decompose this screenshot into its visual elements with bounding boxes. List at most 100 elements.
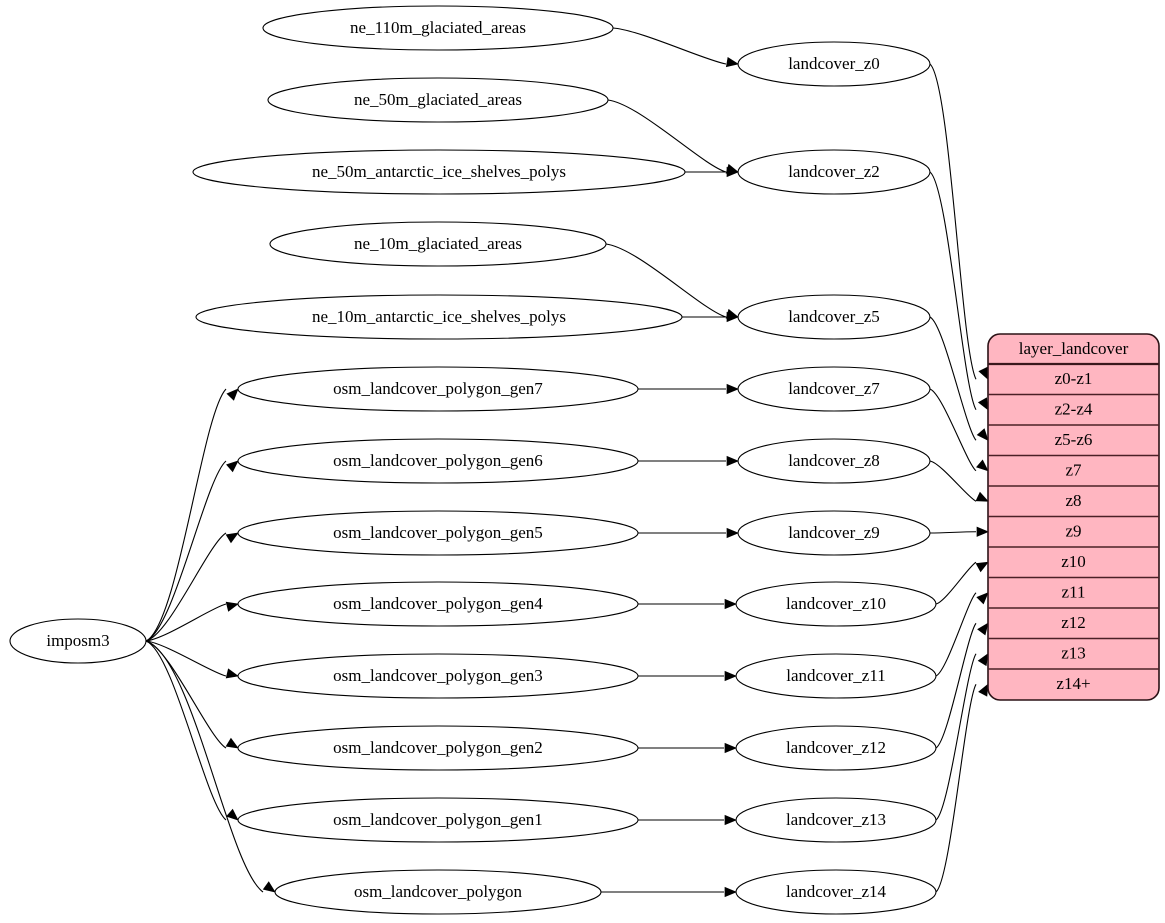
node-landcover_z5[interactable]: landcover_z5 — [737, 294, 931, 340]
layer-table-row-label-z13: z13 — [1061, 644, 1086, 663]
edge-arrowhead — [976, 428, 989, 441]
edge-landcover_z11-to-z11 — [935, 592, 977, 677]
layer-table-row-label-z14+: z14+ — [1056, 674, 1090, 693]
node-label-ne_50m_glaciated_areas: ne_50m_glaciated_areas — [354, 90, 522, 109]
node-ellipse-landcover_z10 — [735, 581, 937, 627]
edge-landcover_z0-to-z0-z1 — [929, 63, 977, 380]
node-landcover_z0[interactable]: landcover_z0 — [737, 41, 931, 87]
node-ellipse-landcover_z12 — [735, 725, 937, 771]
nodes-layer: imposm3 ne_110m_glaciated_areas ne_50m_gla… — [9, 5, 937, 915]
edge-arrowhead — [726, 166, 739, 178]
layer-table-row-label-z11: z11 — [1062, 583, 1086, 602]
edge-imposm3-to-osm_landcover_polygon_gen7 — [145, 388, 227, 642]
edge-landcover_z5-to-z5-z6 — [929, 316, 977, 441]
node-label-ne_10m_antarctic_ice_shelves_polys: ne_10m_antarctic_ice_shelves_polys — [312, 307, 566, 326]
node-label-landcover_z10: landcover_z10 — [786, 594, 886, 613]
edge-imposm3-to-osm_landcover_polygon_gen5 — [145, 532, 227, 642]
node-label-landcover_z8: landcover_z8 — [788, 451, 880, 470]
node-ellipse-ne_110m_glaciated_areas — [262, 5, 614, 51]
edge-arrowhead — [978, 366, 989, 381]
node-ellipse-ne_50m_glaciated_areas — [267, 77, 609, 123]
node-label-osm_landcover_polygon_gen4: osm_landcover_polygon_gen4 — [333, 594, 543, 613]
node-label-osm_landcover_polygon_gen3: osm_landcover_polygon_gen3 — [333, 666, 543, 685]
edge-imposm3-to-osm_landcover_polygon_gen3 — [145, 640, 227, 677]
edge-imposm3-to-osm_landcover_polygon_gen1 — [145, 640, 227, 821]
node-osm_landcover_polygon_gen5[interactable]: osm_landcover_polygon_gen5 — [237, 510, 639, 556]
edge-landcover_z13-to-z13 — [935, 653, 977, 821]
edge-arrowhead — [976, 592, 989, 605]
edge-arrowhead — [724, 742, 737, 754]
node-osm_landcover_polygon_gen4[interactable]: osm_landcover_polygon_gen4 — [237, 581, 639, 627]
edge-arrowhead — [726, 383, 739, 395]
node-ellipse-landcover_z2 — [737, 149, 931, 195]
node-ellipse-osm_landcover_polygon_gen3 — [237, 653, 639, 699]
edge-ne_50m_glaciated_areas-to-landcover_z2 — [607, 99, 727, 173]
node-landcover_z8[interactable]: landcover_z8 — [737, 438, 931, 484]
node-landcover_z14[interactable]: landcover_z14 — [735, 869, 937, 915]
node-ellipse-osm_landcover_polygon — [274, 869, 602, 915]
node-imposm3[interactable]: imposm3 — [9, 618, 147, 664]
node-ellipse-landcover_z13 — [735, 797, 937, 843]
layer-table-row-label-z7: z7 — [1065, 461, 1082, 480]
edge-arrowhead — [226, 460, 239, 473]
node-label-osm_landcover_polygon: osm_landcover_polygon — [354, 882, 523, 901]
node-ellipse-ne_10m_glaciated_areas — [269, 221, 607, 267]
node-ellipse-osm_landcover_polygon_gen7 — [237, 366, 639, 412]
edge-landcover_z2-to-z2-z4 — [929, 171, 977, 411]
edge-landcover_z12-to-z12 — [935, 622, 977, 749]
edges-layer — [145, 27, 989, 898]
node-osm_landcover_polygon[interactable]: osm_landcover_polygon — [274, 869, 602, 915]
node-ellipse-ne_10m_antarctic_ice_shelves_polys — [195, 294, 683, 340]
node-osm_landcover_polygon_gen3[interactable]: osm_landcover_polygon_gen3 — [237, 653, 639, 699]
edge-arrowhead — [724, 814, 737, 826]
edge-landcover_z8-to-z8 — [929, 460, 977, 502]
node-landcover_z11[interactable]: landcover_z11 — [735, 653, 937, 699]
edge-arrowhead — [726, 527, 739, 539]
node-label-landcover_z2: landcover_z2 — [788, 162, 880, 181]
layer-table-row-label-z0-z1: z0-z1 — [1055, 369, 1093, 388]
node-osm_landcover_polygon_gen2[interactable]: osm_landcover_polygon_gen2 — [237, 725, 639, 771]
node-ellipse-osm_landcover_polygon_gen2 — [237, 725, 639, 771]
edge-arrowhead — [976, 526, 989, 537]
node-ne_50m_antarctic_ice_shelves_polys[interactable]: ne_50m_antarctic_ice_shelves_polys — [192, 149, 686, 195]
layer-table-row-label-z2-z4: z2-z4 — [1055, 400, 1093, 419]
node-label-imposm3: imposm3 — [46, 631, 109, 650]
edge-arrowhead — [724, 670, 737, 682]
node-ne_50m_glaciated_areas[interactable]: ne_50m_glaciated_areas — [267, 77, 609, 123]
node-ne_10m_antarctic_ice_shelves_polys[interactable]: ne_10m_antarctic_ice_shelves_polys — [195, 294, 683, 340]
edge-arrowhead — [724, 886, 737, 898]
edge-ne_110m_glaciated_areas-to-landcover_z0 — [612, 27, 727, 65]
edge-arrowhead — [975, 561, 989, 573]
node-osm_landcover_polygon_gen1[interactable]: osm_landcover_polygon_gen1 — [237, 797, 639, 843]
node-label-osm_landcover_polygon_gen6: osm_landcover_polygon_gen6 — [333, 451, 543, 470]
layer-table-row-label-z12: z12 — [1061, 613, 1086, 632]
node-landcover_z2[interactable]: landcover_z2 — [737, 149, 931, 195]
node-landcover_z7[interactable]: landcover_z7 — [737, 366, 931, 412]
edge-landcover_z9-to-z9 — [929, 531, 977, 534]
node-ellipse-landcover_z8 — [737, 438, 931, 484]
node-landcover_z12[interactable]: landcover_z12 — [735, 725, 937, 771]
node-ne_10m_glaciated_areas[interactable]: ne_10m_glaciated_areas — [269, 221, 607, 267]
node-ellipse-osm_landcover_polygon_gen1 — [237, 797, 639, 843]
node-label-osm_landcover_polygon_gen7: osm_landcover_polygon_gen7 — [333, 379, 543, 398]
node-label-landcover_z9: landcover_z9 — [788, 523, 880, 542]
layer-table-row-label-z9: z9 — [1065, 522, 1081, 541]
layer-table-header-label: layer_landcover — [1019, 339, 1129, 358]
node-ellipse-landcover_z14 — [735, 869, 937, 915]
edge-arrowhead — [724, 598, 737, 610]
node-label-osm_landcover_polygon_gen2: osm_landcover_polygon_gen2 — [333, 738, 543, 757]
edge-arrowhead — [225, 532, 239, 544]
node-osm_landcover_polygon_gen7[interactable]: osm_landcover_polygon_gen7 — [237, 366, 639, 412]
node-ne_110m_glaciated_areas[interactable]: ne_110m_glaciated_areas — [262, 5, 614, 51]
node-label-osm_landcover_polygon_gen5: osm_landcover_polygon_gen5 — [333, 523, 543, 542]
node-landcover_z10[interactable]: landcover_z10 — [735, 581, 937, 627]
edge-arrowhead — [726, 455, 739, 467]
node-osm_landcover_polygon_gen6[interactable]: osm_landcover_polygon_gen6 — [237, 438, 639, 484]
node-ellipse-osm_landcover_polygon_gen4 — [237, 581, 639, 627]
node-landcover_z13[interactable]: landcover_z13 — [735, 797, 937, 843]
node-label-landcover_z0: landcover_z0 — [788, 54, 880, 73]
node-landcover_z9[interactable]: landcover_z9 — [737, 510, 931, 556]
edge-arrowhead — [977, 397, 989, 411]
